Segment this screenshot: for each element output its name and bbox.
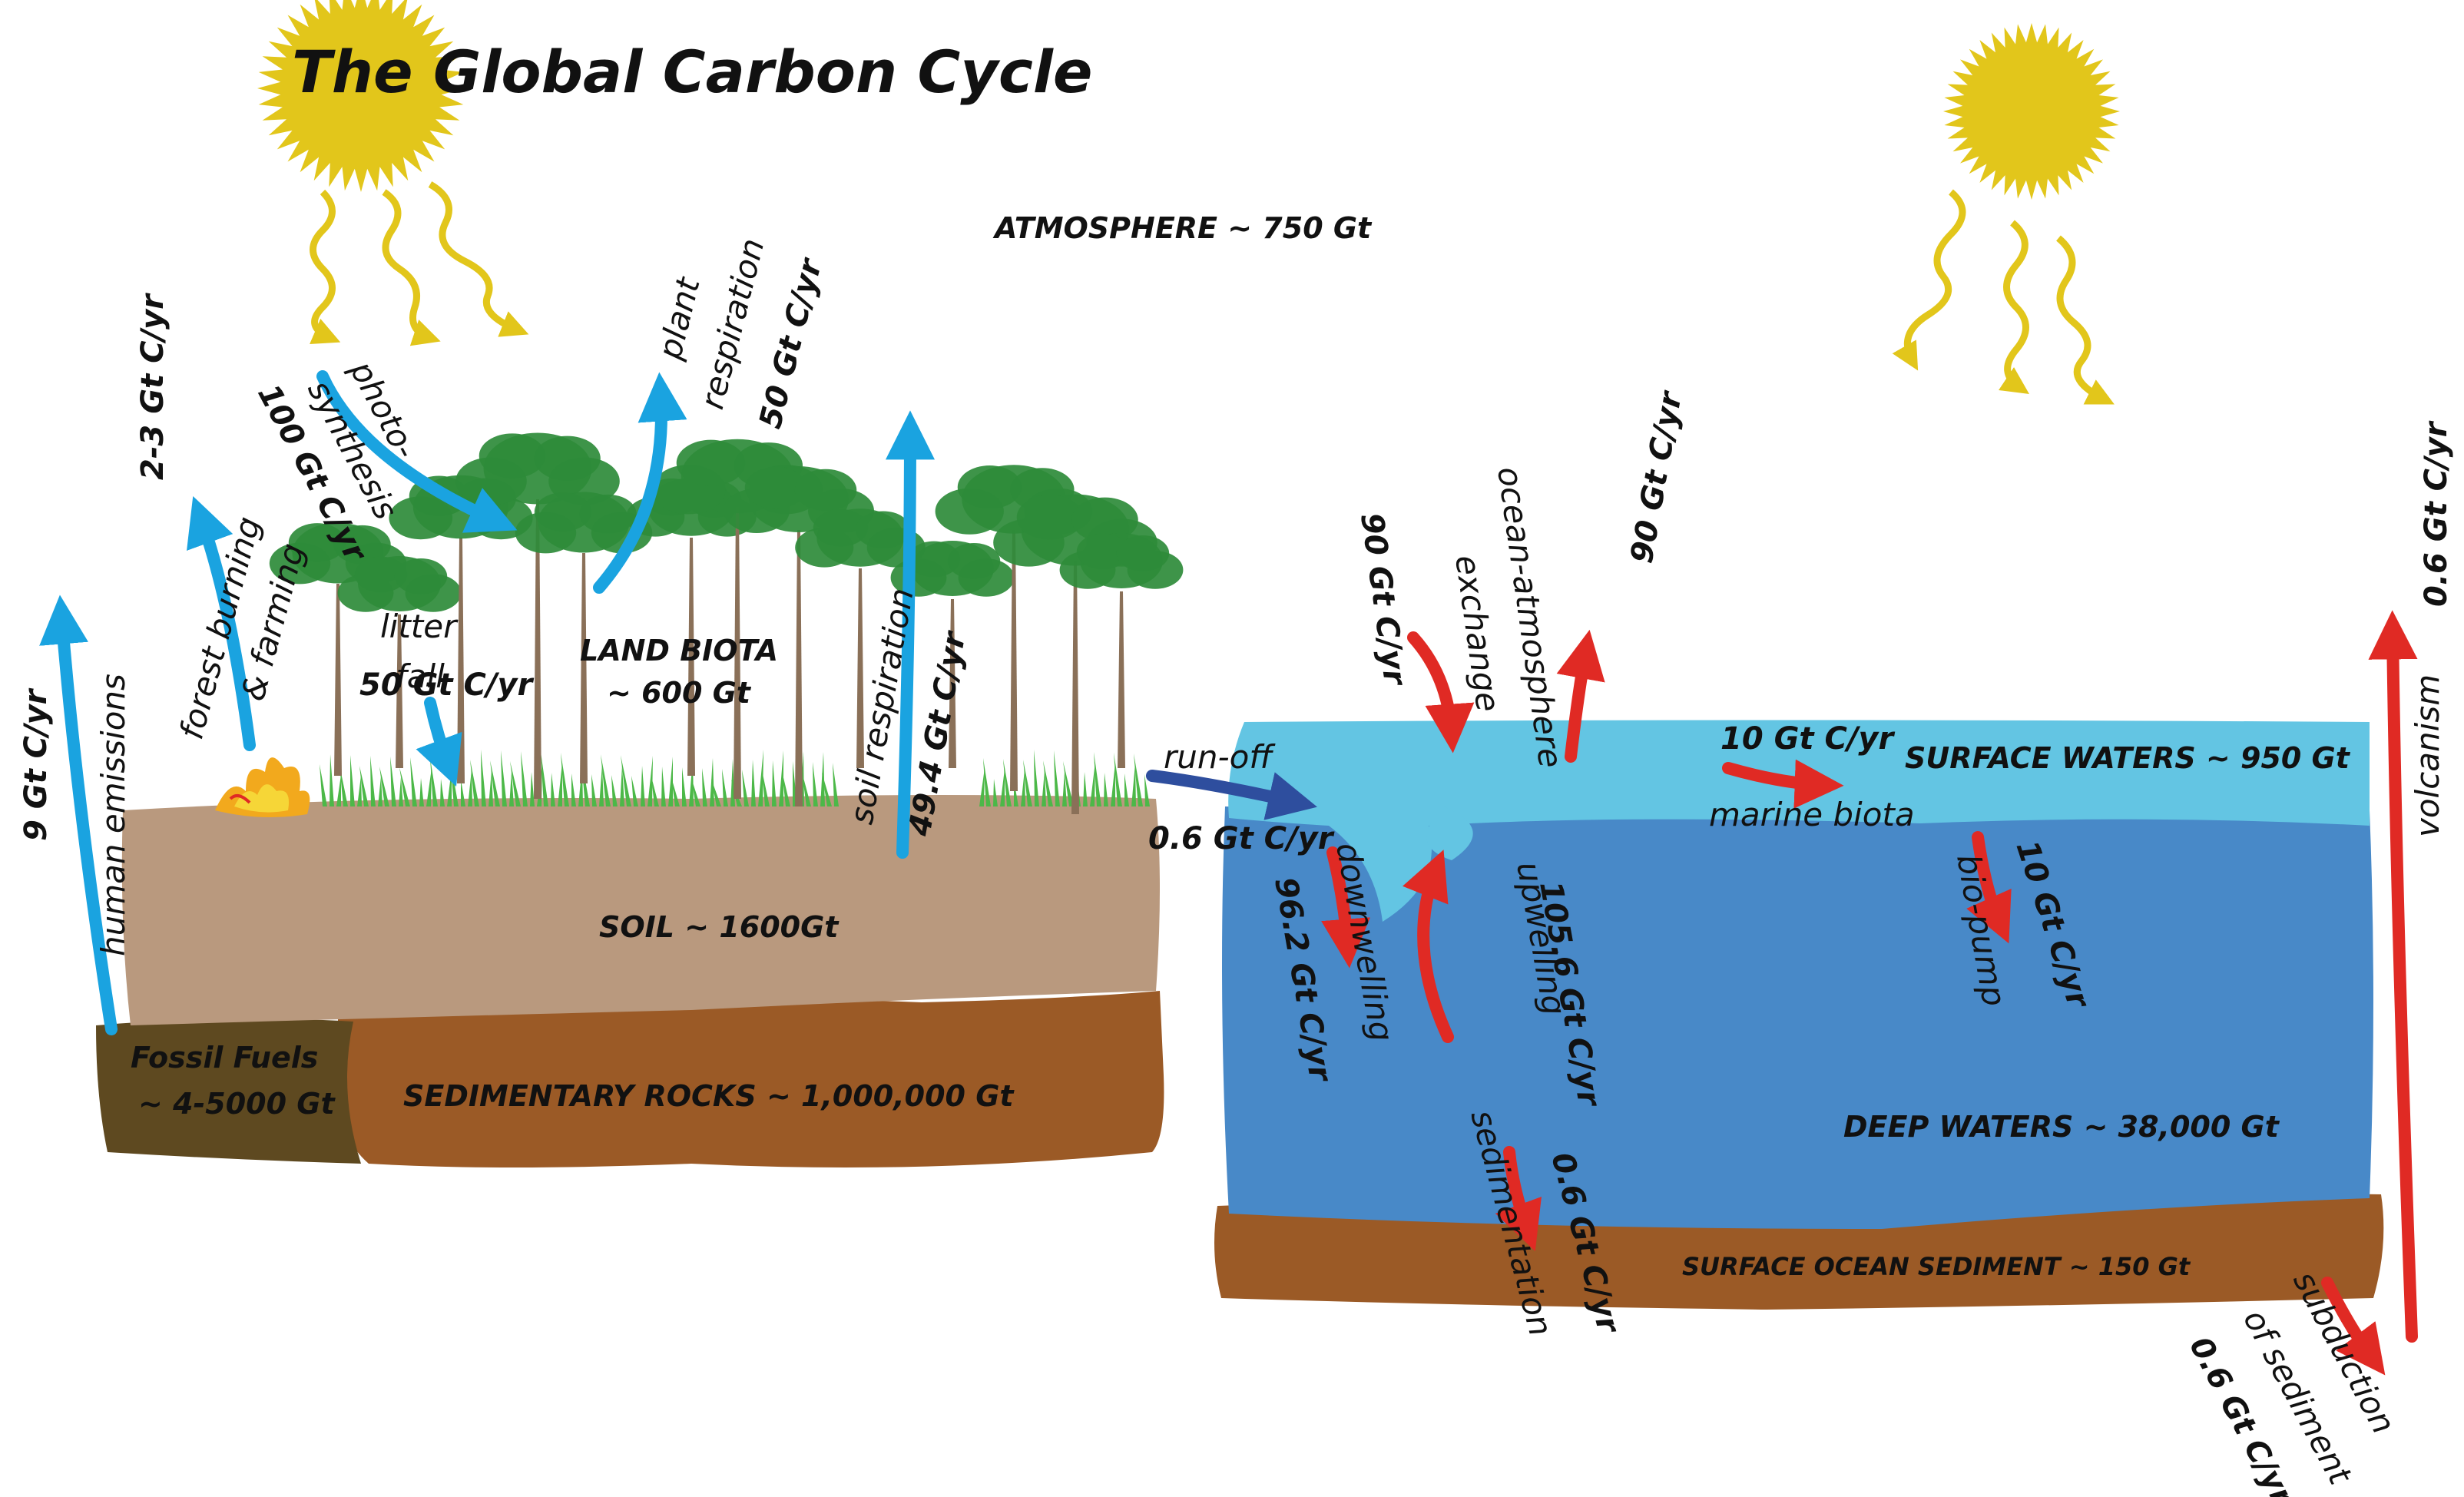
volcanism-arrow — [2368, 610, 2418, 1343]
deep-waters-layer — [1222, 806, 2373, 1229]
fossil-fuels-layer — [96, 1018, 361, 1164]
subduction-arrow — [2321, 1277, 2386, 1376]
forest-burning-flux: 2-3 Gt C/yr — [135, 293, 171, 480]
deep-waters-label: DEEP WATERS ~ 38,000 Gt — [1843, 1110, 2280, 1144]
surface-waters-label: SURFACE WATERS ~ 950 Gt — [1905, 741, 2351, 775]
bio-pump-arrow — [1966, 831, 2012, 944]
fossil-fuels-label: Fossil Fuels — [131, 1041, 318, 1075]
human-emissions-arrow — [39, 594, 118, 1035]
plant-respiration-label: plant — [651, 273, 707, 363]
litter-fall-arrow — [416, 697, 462, 787]
plant-respiration-label-2: respiration — [693, 235, 771, 413]
land-biota-amount: ~ 600 Gt — [607, 676, 752, 710]
litter-fall-label-2: fall — [396, 657, 445, 695]
marine-biota-label: marine biota — [1709, 796, 1915, 833]
run-off-arrow — [1146, 770, 1317, 820]
plant-respiration-flux: 50 Gt C/yr — [753, 254, 830, 432]
soil-label: SOIL ~ 1600Gt — [599, 910, 840, 944]
page-title: The Global Carbon Cycle — [292, 38, 1092, 106]
ocean-uptake-arrow — [1407, 631, 1475, 753]
ocean-uptake-flux: 90 Gt C/yr — [1353, 511, 1412, 689]
atmosphere-label: ATMOSPHERE ~ 750 Gt — [992, 211, 1373, 245]
downwelling-channel — [1426, 806, 1473, 860]
human-emissions-label: human emissions — [94, 674, 132, 956]
run-off-flux: 0.6 Gt C/yr — [1148, 821, 1335, 856]
volcanism-flux: 0.6 Gt C/yr — [2419, 420, 2454, 607]
ocean-release-arrow — [1556, 629, 1605, 763]
marine-biota-flux: 10 Gt C/yr — [1720, 721, 1896, 757]
sunlight-rays-left-icon — [310, 181, 529, 346]
sedimentary-rocks-label: SEDIMENTARY ROCKS ~ 1,000,000 Gt — [403, 1079, 1015, 1113]
litter-fall-flux: 50 Gt C/yr — [359, 667, 535, 703]
run-off-label: run-off — [1164, 738, 1276, 776]
sedimentary-rocks-layer — [338, 991, 1164, 1167]
surface-ocean-sediment-label: SURFACE OCEAN SEDIMENT ~ 150 Gt — [1682, 1252, 2191, 1281]
litter-fall-label: litter — [380, 608, 459, 645]
upwelling-arrow — [1403, 850, 1454, 1043]
forest-burning-arrow — [187, 495, 256, 751]
downwelling-arrow — [1321, 846, 1370, 969]
sedimentation-arrow — [1495, 1146, 1542, 1252]
volcanism-label: volcanism — [2409, 674, 2446, 837]
grass-strip — [320, 750, 1150, 806]
human-emissions-flux: 9 Gt C/yr — [18, 687, 54, 841]
surface-waters-layer — [1228, 720, 2370, 922]
plant-respiration-arrow — [593, 372, 687, 594]
ocean-atmosphere-label-2: exchange — [1448, 553, 1507, 714]
sun-left-icon — [257, 0, 465, 192]
photosynthesis-arrow — [316, 370, 518, 533]
soil-respiration-arrow — [885, 410, 935, 859]
sun-right-icon — [1943, 23, 2120, 200]
marine-biota-arrow — [1722, 759, 1844, 809]
fire-icon — [215, 757, 310, 817]
forest — [269, 432, 1184, 814]
land-biota-label: LAND BIOTA — [580, 634, 778, 667]
fossil-fuels-amount: ~ 4-5000 Gt — [138, 1087, 336, 1121]
ocean-release-flux: 90 Gt C/yr — [1624, 388, 1690, 566]
sunlight-rays-right-icon — [1892, 189, 2115, 405]
